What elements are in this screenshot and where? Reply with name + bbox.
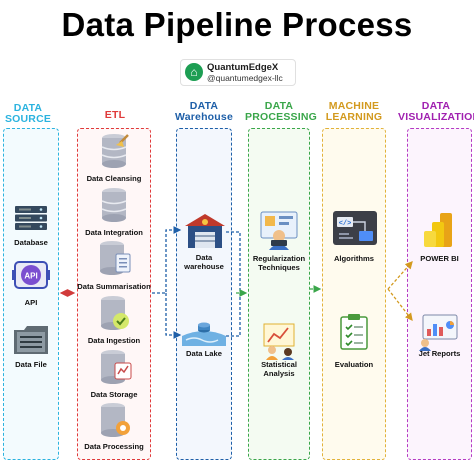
data-cleansing-icon [101,134,129,168]
data-file-icon [14,326,48,354]
column-data-source [3,128,59,460]
etl-item-data-storage: Data Storage [90,390,138,399]
source-item-api: API [24,298,38,307]
statistical-analysis-icon [263,323,295,360]
data-processing-icon [101,403,130,437]
database-server-icon [15,206,47,230]
source-item-database: Database [14,238,48,247]
etl-item-data-cleansing: Data Cleansing [86,174,142,183]
data-lake-icon [182,322,226,346]
power-bi-icon [424,213,452,247]
column-data-warehouse [176,128,232,460]
header-etl: ETL [104,109,126,121]
column-machine-learning [322,128,386,460]
data-ingestion-icon [101,296,129,330]
algorithms-icon: </> [333,211,377,245]
data-summarisation-icon [100,241,131,275]
ml-item-algorithms: Algorithms [333,254,375,263]
brand-badge: ⌂ QuantumEdgeX @quantumedgex-llc [180,59,296,86]
column-data-processing [248,128,310,460]
warehouse-item-data-lake: Data Lake [186,349,222,358]
regularization-icon [260,211,298,250]
etl-item-data-summarisation: Data Summarisation [77,282,151,291]
viz-item-power-bi: POWER BI [420,254,459,263]
warehouse-item-data-warehouse: Data warehouse [184,253,224,271]
svg-text:API: API [24,272,37,281]
brand-logo-icon: ⌂ [185,63,203,81]
source-item-data-file: Data File [15,360,47,369]
svg-text:</>: </> [339,220,352,228]
etl-item-data-processing: Data Processing [84,442,144,451]
evaluation-icon [340,314,368,350]
warehouse-icon [185,214,225,248]
column-data-visualization [407,128,472,460]
etl-item-data-ingestion: Data Ingestion [87,336,141,345]
brand-handle: @quantumedgex-llc [207,73,283,83]
etl-item-data-integration: Data Integration [85,228,143,237]
ml-item-evaluation: Evaluation [334,360,374,369]
data-integration-icon [101,188,127,222]
brand-name: QuantumEdgeX [207,62,279,73]
page-title: Data Pipeline Process [61,6,413,43]
viz-item-jet-reports: Jet Reports [418,349,461,358]
data-storage-icon [101,350,132,384]
api-robot-icon: API [12,261,50,289]
jet-reports-icon [419,314,458,351]
